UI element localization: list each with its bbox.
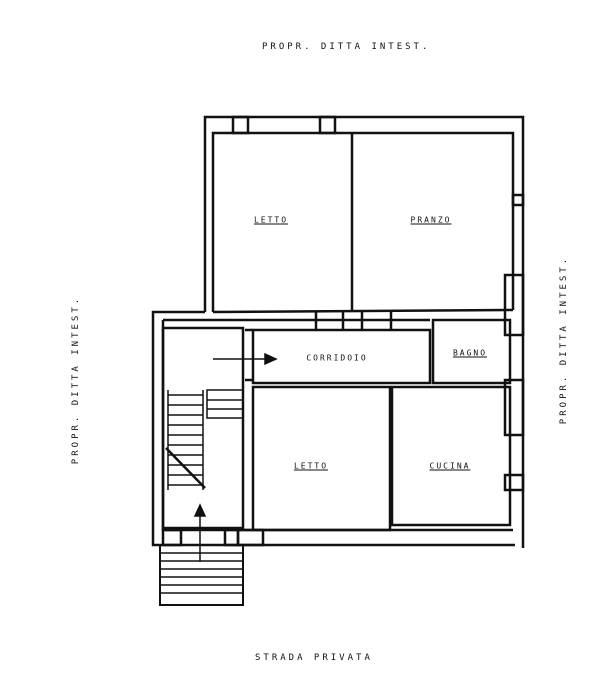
room-pranzo: PRANZO [410, 215, 452, 225]
room-bagno: BAGNO [452, 348, 488, 358]
neighbor-right-label: PROPR. DITTA INTEST. [559, 255, 570, 425]
inner-wall [211, 131, 515, 312]
room-cucina: CUCINA [429, 461, 471, 471]
neighbor-left-label: PROPR. DITTA INTEST. [71, 295, 82, 465]
room-letto-lower: LETTO [293, 461, 329, 471]
room-corridoio: CORRIDOIO [306, 353, 368, 363]
outer-wall-lower [151, 310, 515, 547]
room-letto-upper: LETTO [253, 215, 289, 225]
street-label: STRADA PRIVATA [255, 653, 373, 663]
neighbor-top-label: PROPR. DITTA INTEST. [262, 42, 431, 52]
entry-arrow-icon [193, 352, 278, 562]
